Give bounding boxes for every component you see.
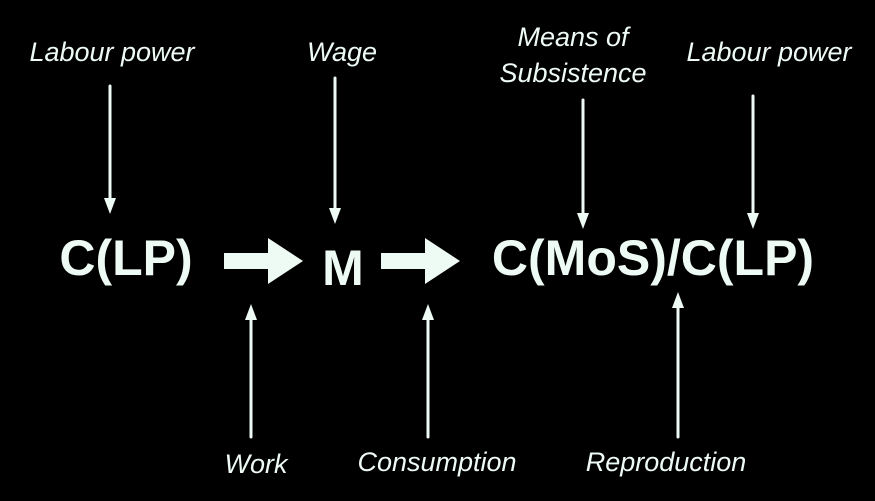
label-consumption: Consumption bbox=[357, 447, 517, 477]
label-subsistence: Subsistence bbox=[499, 58, 647, 88]
right-block-arrow-icon bbox=[381, 238, 460, 284]
label-work: Work bbox=[224, 449, 288, 479]
label-wage: Wage bbox=[306, 37, 378, 67]
up-arrow-icon bbox=[672, 292, 684, 439]
term-means-of-subsistence-labour-power: C(MoS)/C(LP) bbox=[491, 230, 815, 286]
up-arrow-icon bbox=[245, 304, 257, 439]
down-arrow-icon bbox=[104, 84, 116, 214]
up-arrow-icon bbox=[422, 304, 434, 439]
down-arrow-icon bbox=[329, 76, 341, 224]
down-arrow-icon bbox=[577, 98, 589, 229]
right-block-arrow-icon bbox=[224, 238, 303, 284]
term-money: M bbox=[322, 240, 364, 296]
label-labour-power-output: Labour power bbox=[686, 37, 852, 67]
label-reproduction: Reproduction bbox=[585, 447, 747, 477]
label-means-of: Means of bbox=[517, 22, 629, 52]
label-labour-power-input: Labour power bbox=[29, 37, 195, 67]
term-commodity-labour-power: C(LP) bbox=[59, 230, 193, 286]
down-arrow-icon bbox=[747, 94, 759, 229]
